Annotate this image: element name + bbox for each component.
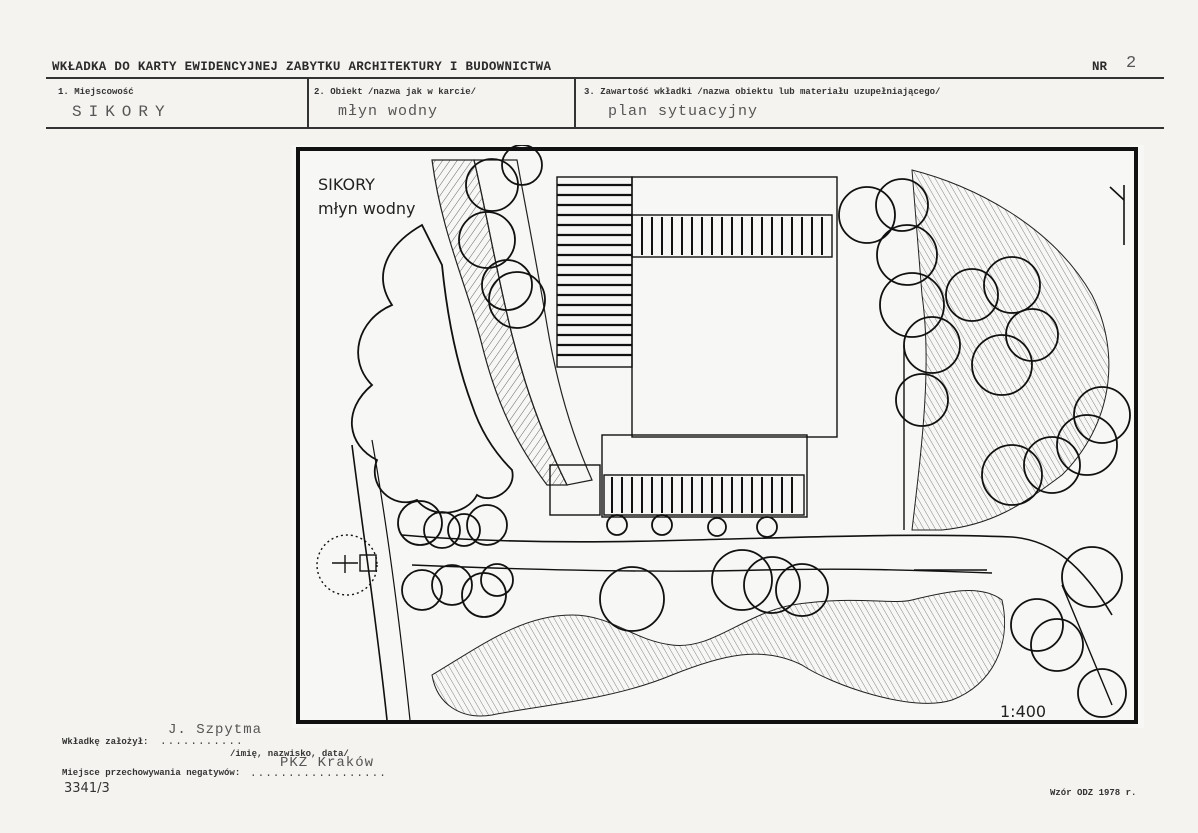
place-value: SIKORY <box>72 103 172 121</box>
object-label: 2. Obiekt /nazwa jak w karcie/ <box>314 87 477 97</box>
tree-cluster-top <box>458 144 546 329</box>
mill-building <box>549 176 838 518</box>
tree-row-road <box>599 514 829 632</box>
wooded-area-left <box>350 223 514 514</box>
created-by-label: Wkładkę założył: <box>62 737 149 747</box>
field-divider-2 <box>574 77 576 128</box>
place-label: 1. Miejscowość <box>58 87 134 97</box>
tree-cluster-far-right <box>1010 546 1127 718</box>
negatives-value: PKZ Kraków <box>280 755 375 771</box>
tree-row-lower-left <box>397 500 514 618</box>
tree-cluster-right <box>838 178 1131 506</box>
stream-bank-right <box>473 159 593 486</box>
created-by-value: J. Szpytma <box>168 722 263 738</box>
negatives-label: Miejsce przechowywania negatywów: <box>62 768 241 778</box>
roadside-shrine <box>316 534 378 596</box>
path-left-2 <box>371 439 411 721</box>
plan-title-line1: SIKORY <box>318 175 375 194</box>
path-left <box>351 444 388 721</box>
field-divider-1 <box>307 77 309 128</box>
header-rule-top <box>46 77 1164 79</box>
nr-value: 2 <box>1126 54 1137 73</box>
negatives-dots: .................. <box>250 768 387 780</box>
created-by-dots: ........... <box>160 736 244 748</box>
header-rule-bottom <box>46 127 1164 129</box>
north-arrow-icon <box>1109 185 1125 245</box>
negative-number: 3341/3 <box>64 781 110 796</box>
form-title: WKŁADKA DO KARTY EWIDENCYJNEJ ZABYTKU AR… <box>52 60 552 74</box>
created-by-hint: /imię, nazwisko, data/ <box>230 749 349 759</box>
contents-value: plan sytuacyjny <box>608 103 759 120</box>
road-lower-edge <box>411 564 993 574</box>
form-version: Wzór ODZ 1978 r. <box>1050 788 1137 798</box>
plan-scale: 1:400 <box>1000 702 1047 721</box>
nr-label: NR <box>1092 60 1108 74</box>
road <box>401 534 1113 616</box>
ground-lower <box>431 590 1006 717</box>
plan-title-line2: młyn wodny <box>318 199 416 218</box>
site-plan: SIKORY młyn wodny 1:400 <box>292 144 1144 728</box>
contents-label: 3. Zawartość wkładki /nazwa obiektu lub … <box>584 87 941 97</box>
diagonal-path <box>1061 584 1113 706</box>
plan-frame <box>296 147 1138 724</box>
object-value: młyn wodny <box>338 103 439 120</box>
